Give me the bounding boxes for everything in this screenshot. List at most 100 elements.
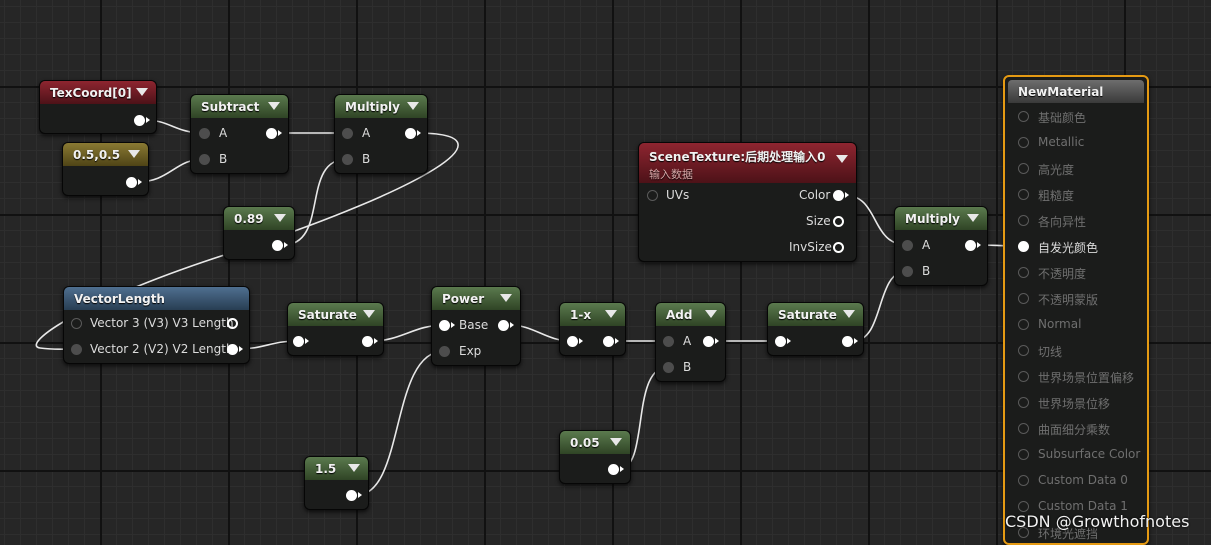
scenetexture-color-output-pin[interactable] — [833, 190, 849, 201]
power-output-pin[interactable] — [498, 320, 514, 331]
material-input-pin[interactable] — [1018, 189, 1029, 200]
node-title: 1-x — [570, 308, 592, 322]
vectorlength-input-v3-pin[interactable] — [71, 318, 82, 329]
add-output-pin[interactable] — [703, 336, 719, 347]
node-title: 0.05 — [570, 436, 600, 450]
scenetexture-invsize-output-pin[interactable] — [833, 242, 844, 253]
node-title: NewMaterial — [1018, 85, 1104, 99]
saturate1-input-pin[interactable] — [293, 336, 309, 347]
constant-089-node[interactable]: 0.89 — [223, 206, 295, 260]
constant-15-output-pin[interactable] — [346, 490, 362, 501]
pin-label: Base — [459, 318, 489, 332]
saturate-node-2[interactable]: Saturate — [767, 302, 864, 356]
saturate2-input-pin[interactable] — [775, 336, 791, 347]
constant-089-output-pin[interactable] — [272, 240, 288, 251]
pin-label: UVs — [666, 188, 690, 202]
one-minus-output-pin[interactable] — [603, 336, 619, 347]
wire-const089-multiply1 — [282, 158, 348, 246]
vectorlength-input-v2-pin[interactable] — [71, 344, 82, 355]
pin-label: B — [922, 264, 931, 278]
material-input-pin[interactable] — [1018, 241, 1029, 252]
material-input-label: 各向异性 — [1038, 215, 1087, 229]
power-input-exp-pin[interactable] — [439, 346, 450, 357]
material-input-label: 基础颜色 — [1038, 111, 1087, 125]
material-input-pin[interactable] — [1018, 293, 1029, 304]
texcoord-output-pin[interactable] — [134, 115, 150, 126]
collapse-arrow-icon[interactable] — [363, 310, 375, 318]
multiply1-output-pin[interactable] — [405, 128, 421, 139]
collapse-arrow-icon[interactable] — [605, 310, 617, 318]
node-title: 1.5 — [315, 462, 337, 476]
subtract-output-pin[interactable] — [266, 128, 282, 139]
collapse-arrow-icon[interactable] — [407, 102, 419, 110]
material-input-label: 曲面细分乘数 — [1038, 423, 1111, 437]
collapse-arrow-icon[interactable] — [136, 88, 148, 96]
collapse-arrow-icon[interactable] — [268, 102, 280, 110]
material-input-label: 切线 — [1038, 345, 1063, 359]
texcoord-node[interactable]: TexCoord[0] — [39, 80, 157, 134]
material-input-pin[interactable] — [1018, 137, 1029, 148]
material-result-node[interactable]: NewMaterial — [1003, 75, 1149, 545]
pin-label: B — [219, 152, 228, 166]
multiply1-input-b-pin[interactable] — [342, 154, 353, 165]
material-input-pin[interactable] — [1018, 527, 1029, 538]
subtract-input-b-pin[interactable] — [199, 154, 210, 165]
material-input-pin[interactable] — [1018, 423, 1029, 434]
vectorlength-output-v2-pin[interactable] — [227, 344, 243, 355]
scenetexture-size-output-pin[interactable] — [833, 216, 844, 227]
subtract-input-a-pin[interactable] — [199, 128, 210, 139]
vectorlength-node[interactable]: VectorLength — [63, 286, 250, 364]
multiply1-input-a-pin[interactable] — [342, 128, 353, 139]
vectorlength-output-v3-pin[interactable] — [227, 318, 238, 329]
constant-005-output-pin[interactable] — [608, 464, 624, 475]
constant-05-output-pin[interactable] — [126, 177, 142, 188]
multiply2-output-pin[interactable] — [965, 240, 981, 251]
material-input-pin[interactable] — [1018, 319, 1029, 330]
material-input-pin[interactable] — [1018, 449, 1029, 460]
material-input-pin[interactable] — [1018, 345, 1029, 356]
node-title: Subtract — [201, 100, 260, 114]
constant-05-node[interactable]: 0.5,0.5 — [62, 142, 149, 196]
material-input-label: 自发光颜色 — [1038, 241, 1099, 255]
constant-15-node[interactable]: 1.5 — [304, 456, 369, 510]
material-input-pin[interactable] — [1018, 371, 1029, 382]
scenetexture-node[interactable]: SceneTexture:后期处理输入0 输入数据 — [638, 142, 857, 262]
saturate2-output-pin[interactable] — [842, 336, 858, 347]
multiply2-input-b-pin[interactable] — [902, 266, 913, 277]
collapse-arrow-icon[interactable] — [128, 150, 140, 158]
collapse-arrow-icon[interactable] — [705, 310, 717, 318]
wire-multiply1-vectorlength — [35, 132, 459, 351]
saturate1-output-pin[interactable] — [362, 336, 378, 347]
one-minus-node[interactable]: 1-x — [559, 302, 626, 356]
collapse-arrow-icon[interactable] — [500, 294, 512, 302]
material-input-pin[interactable] — [1018, 475, 1029, 486]
material-input-pin[interactable] — [1018, 501, 1029, 512]
material-input-pin[interactable] — [1018, 111, 1029, 122]
collapse-arrow-icon[interactable] — [274, 214, 286, 222]
pin-label: Color — [799, 188, 831, 202]
node-title: 0.5,0.5 — [73, 148, 121, 162]
material-input-pin[interactable] — [1018, 163, 1029, 174]
collapse-arrow-icon[interactable] — [967, 214, 979, 222]
collapse-arrow-icon[interactable] — [843, 310, 855, 318]
material-input-label: 世界场景位移 — [1038, 397, 1111, 411]
material-input-pin[interactable] — [1018, 215, 1029, 226]
collapse-arrow-icon[interactable] — [610, 438, 622, 446]
material-input-pin[interactable] — [1018, 267, 1029, 278]
scenetexture-input-uvs-pin[interactable] — [647, 190, 658, 201]
constant-005-node[interactable]: 0.05 — [559, 430, 631, 484]
collapse-arrow-icon[interactable] — [348, 464, 360, 472]
node-title: Multiply — [345, 100, 400, 114]
power-input-base-pin[interactable] — [439, 320, 455, 331]
node-title: Saturate — [778, 308, 837, 322]
material-input-label: 环境光遮挡 — [1038, 527, 1099, 541]
saturate-node-1[interactable]: Saturate — [287, 302, 384, 356]
add-input-a-pin[interactable] — [663, 336, 674, 347]
wire-const15-power — [356, 350, 445, 496]
one-minus-input-pin[interactable] — [567, 336, 583, 347]
add-input-b-pin[interactable] — [663, 362, 674, 373]
collapse-arrow-icon[interactable] — [836, 155, 848, 163]
multiply2-input-a-pin[interactable] — [902, 240, 913, 251]
pin-label: A — [219, 126, 228, 140]
material-input-pin[interactable] — [1018, 397, 1029, 408]
